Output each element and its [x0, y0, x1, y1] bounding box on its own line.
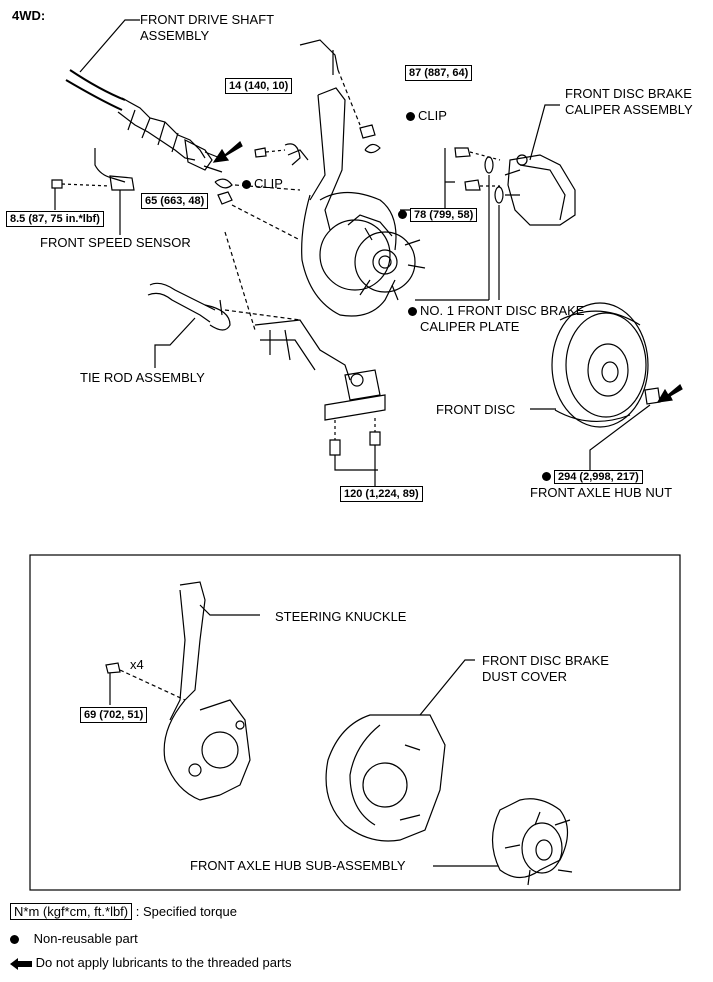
dust-cover-drawing [325, 659, 475, 842]
lower-arm-drawing [254, 319, 386, 421]
label-torque-78: 78 (799, 58) [398, 206, 478, 222]
label-hub-sub: FRONT AXLE HUB SUB-ASSEMBLY [190, 858, 406, 873]
label-steering-knuckle: STEERING KNUCKLE [275, 609, 407, 624]
label-caliper-2: CALIPER ASSEMBLY [565, 102, 693, 117]
label-caliper-1: FRONT DISC BRAKE [565, 86, 692, 101]
label-tie-rod: TIE ROD ASSEMBLY [80, 370, 205, 385]
label-clip-mid: CLIP [242, 176, 283, 192]
speed-sensor-drawing [51, 148, 135, 235]
label-front-disc: FRONT DISC [436, 402, 516, 417]
drive-shaft-drawing [65, 69, 226, 173]
label-dust-cover-1: FRONT DISC BRAKE [482, 653, 609, 668]
torque-65: 65 (663, 48) [141, 193, 209, 209]
legend-non-reusable: Non-reusable part [10, 931, 138, 947]
non-reusable-dot [408, 307, 417, 317]
label-clip-top: CLIP [406, 108, 447, 124]
torque-87: 87 (887, 64) [405, 65, 473, 81]
torque-14: 14 (140, 10) [225, 78, 293, 94]
label-caliper-plate-1: NO. 1 FRONT DISC BRAKE [408, 303, 584, 319]
non-reusable-dot-icon [10, 935, 19, 945]
label-drive-shaft-1: FRONT DRIVE SHAFT [140, 12, 275, 27]
torque-120: 120 (1,224, 89) [340, 486, 423, 502]
label-drive-shaft-2: ASSEMBLY [140, 28, 210, 43]
knuckle-detail-drawing [163, 581, 260, 801]
label-caliper-plate-2: CALIPER PLATE [420, 319, 520, 334]
non-reusable-dot [242, 180, 251, 190]
legend-torque-box: N*m (kgf*cm, ft.*lbf) [10, 903, 133, 920]
no-lube-arrow-1 [212, 141, 243, 163]
label-x4: x4 [130, 657, 144, 672]
non-reusable-dot [542, 472, 551, 482]
label-torque-294: 294 (2,998, 217) [542, 468, 643, 484]
non-reusable-dot [398, 210, 407, 220]
tie-rod-drawing [147, 282, 231, 368]
detail-frame [29, 554, 681, 891]
knuckle-main-drawing [299, 39, 426, 317]
disc-drawing [551, 302, 649, 428]
hub-sub-drawing [491, 798, 573, 886]
torque-8-5: 8.5 (87, 75 in.*lbf) [6, 211, 104, 227]
legend-no-lube-text: Do not apply lubricants to the threaded … [35, 955, 292, 970]
label-hub-nut: FRONT AXLE HUB NUT [530, 485, 673, 500]
non-reusable-dot [406, 112, 415, 122]
legend-non-reusable-text: Non-reusable part [33, 931, 138, 946]
legend-torque-text: : Specified torque [135, 904, 237, 919]
arrow-left-icon [10, 957, 32, 970]
label-dust-cover-2: DUST COVER [482, 669, 567, 684]
caliper-drawing [504, 154, 576, 226]
legend-no-lube: Do not apply lubricants to the threaded … [10, 955, 291, 971]
legend-torque: N*m (kgf*cm, ft.*lbf) : Specified torque [10, 903, 237, 920]
torque-69: 69 (702, 51) [80, 707, 148, 723]
label-speed-sensor: FRONT SPEED SENSOR [40, 235, 191, 250]
page-title: 4WD: [12, 8, 46, 23]
